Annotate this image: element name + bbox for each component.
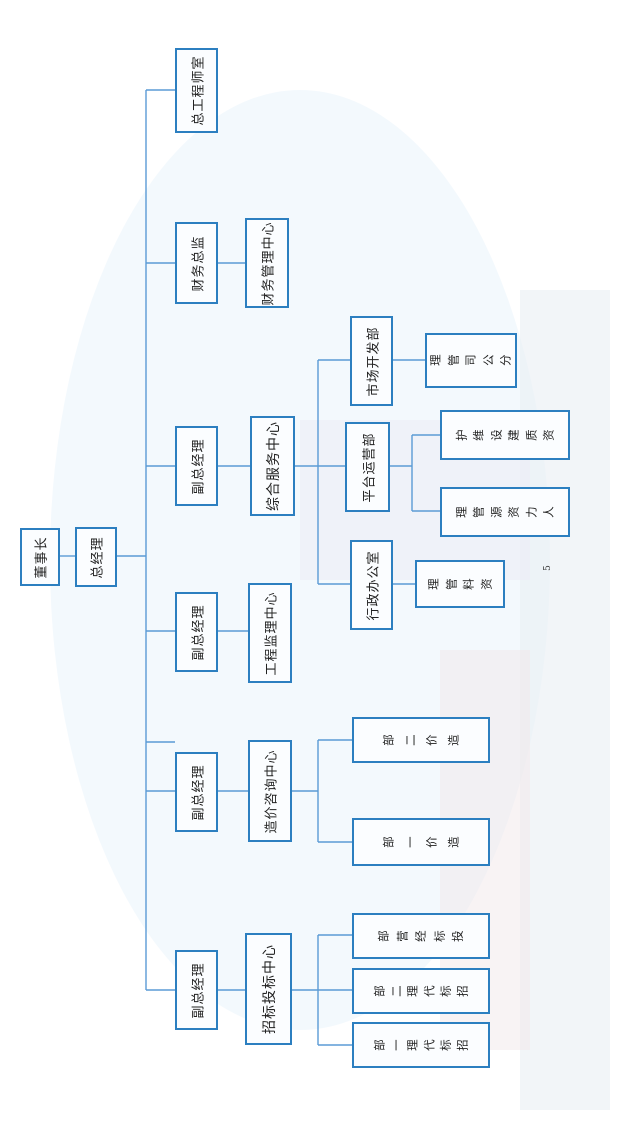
vice-president-4-label: 副总经理	[191, 961, 207, 1019]
records-char: 资	[479, 578, 494, 590]
chairman-node: 董事长	[20, 528, 60, 586]
records-management-node: 资 料 管 理	[415, 560, 505, 608]
branch-management-char: 司	[463, 354, 478, 367]
qualification-maintenance-node: 资 质 建 设 维 护	[440, 410, 570, 460]
cost-dept-2-char: 二	[403, 734, 418, 746]
bid-agency-1-node: 招 标 代 理 一 部	[352, 1022, 490, 1068]
vice-president-1-label: 副总经理	[191, 437, 207, 495]
vice-president-1-node: 副总经理	[175, 426, 218, 506]
chairman-label: 董事长	[34, 535, 50, 579]
cost-dept-2-char: 价	[424, 734, 439, 746]
hr-char: 源	[489, 506, 504, 518]
cost-dept-1-char: 部	[381, 836, 396, 848]
engineering-center-label: 工程监理中心	[264, 590, 280, 676]
platform-dept-label: 平台运营部	[362, 431, 378, 503]
branch-management-char: 管	[446, 354, 461, 367]
vice-president-4-node: 副总经理	[175, 950, 218, 1030]
bid-agency-1-char: 部	[372, 1039, 387, 1051]
bidding-center-label: 招标投标中心	[261, 944, 278, 1034]
admin-office-node: 行政办公室	[350, 540, 393, 630]
branch-management-char: 分	[498, 354, 513, 367]
vice-president-2-node: 副总经理	[175, 592, 218, 672]
finance-director-node: 财务总监	[175, 222, 218, 304]
bid-agency-2-char: 部	[372, 985, 387, 997]
finance-director-label: 财务总监	[191, 234, 207, 292]
records-char: 理	[426, 578, 441, 590]
bid-operation-char: 标	[432, 930, 447, 942]
bid-operation-char: 部	[376, 930, 391, 942]
bidding-center-node: 招标投标中心	[245, 933, 292, 1045]
cost-center-node: 造价咨询中心	[248, 740, 292, 842]
cost-dept-1-node: 造 价 一 部	[352, 818, 490, 866]
cost-center-label: 造价咨询中心	[264, 748, 280, 834]
page-number: 5	[542, 565, 553, 571]
general-manager-node: 总经理	[75, 527, 117, 587]
qualification-char: 护	[454, 429, 469, 441]
service-center-node: 综合服务中心	[250, 416, 295, 516]
hr-char: 理	[454, 506, 469, 518]
hr-management-node: 人 力 资 源 管 理	[440, 487, 570, 537]
qualification-char: 质	[524, 429, 539, 441]
engineering-center-node: 工程监理中心	[248, 583, 292, 683]
vice-president-3-node: 副总经理	[175, 752, 218, 832]
branch-management-node: 分 公 司 管 理	[425, 333, 517, 388]
finance-center-label: 财务管理中心	[261, 220, 277, 306]
vice-president-2-label: 副总经理	[191, 603, 207, 661]
bid-operation-char: 投	[450, 930, 465, 942]
platform-dept-node: 平台运营部	[345, 422, 390, 512]
vice-president-3-label: 副总经理	[191, 763, 207, 821]
cost-dept-1-char: 价	[424, 836, 439, 848]
chief-engineer-label: 总工程师室	[191, 55, 207, 126]
cost-dept-2-char: 部	[381, 734, 396, 746]
market-dept-node: 市场开发部	[350, 316, 393, 406]
finance-center-node: 财务管理中心	[245, 218, 289, 308]
branch-management-char: 公	[481, 354, 496, 367]
cost-dept-1-char: 一	[403, 836, 418, 848]
hr-char: 力	[524, 506, 539, 518]
bid-agency-2-node: 招 标 代 理 二 部	[352, 968, 490, 1014]
cost-dept-2-char: 造	[446, 734, 461, 746]
cost-dept-2-node: 造 价 二 部	[352, 717, 490, 763]
bid-operation-char: 营	[395, 930, 410, 942]
bid-operation-char: 经	[413, 930, 428, 942]
records-char: 管	[444, 578, 459, 590]
bid-operation-node: 投 标 经 营 部	[352, 913, 490, 959]
market-dept-label: 市场开发部	[366, 325, 382, 397]
admin-office-label: 行政办公室	[366, 549, 382, 621]
service-center-label: 综合服务中心	[265, 421, 282, 511]
chief-engineer-node: 总工程师室	[175, 48, 218, 133]
branch-management-char: 理	[428, 354, 443, 367]
general-manager-label: 总经理	[90, 535, 106, 579]
qualification-char: 设	[489, 429, 504, 441]
cost-dept-1-char: 造	[446, 836, 461, 848]
